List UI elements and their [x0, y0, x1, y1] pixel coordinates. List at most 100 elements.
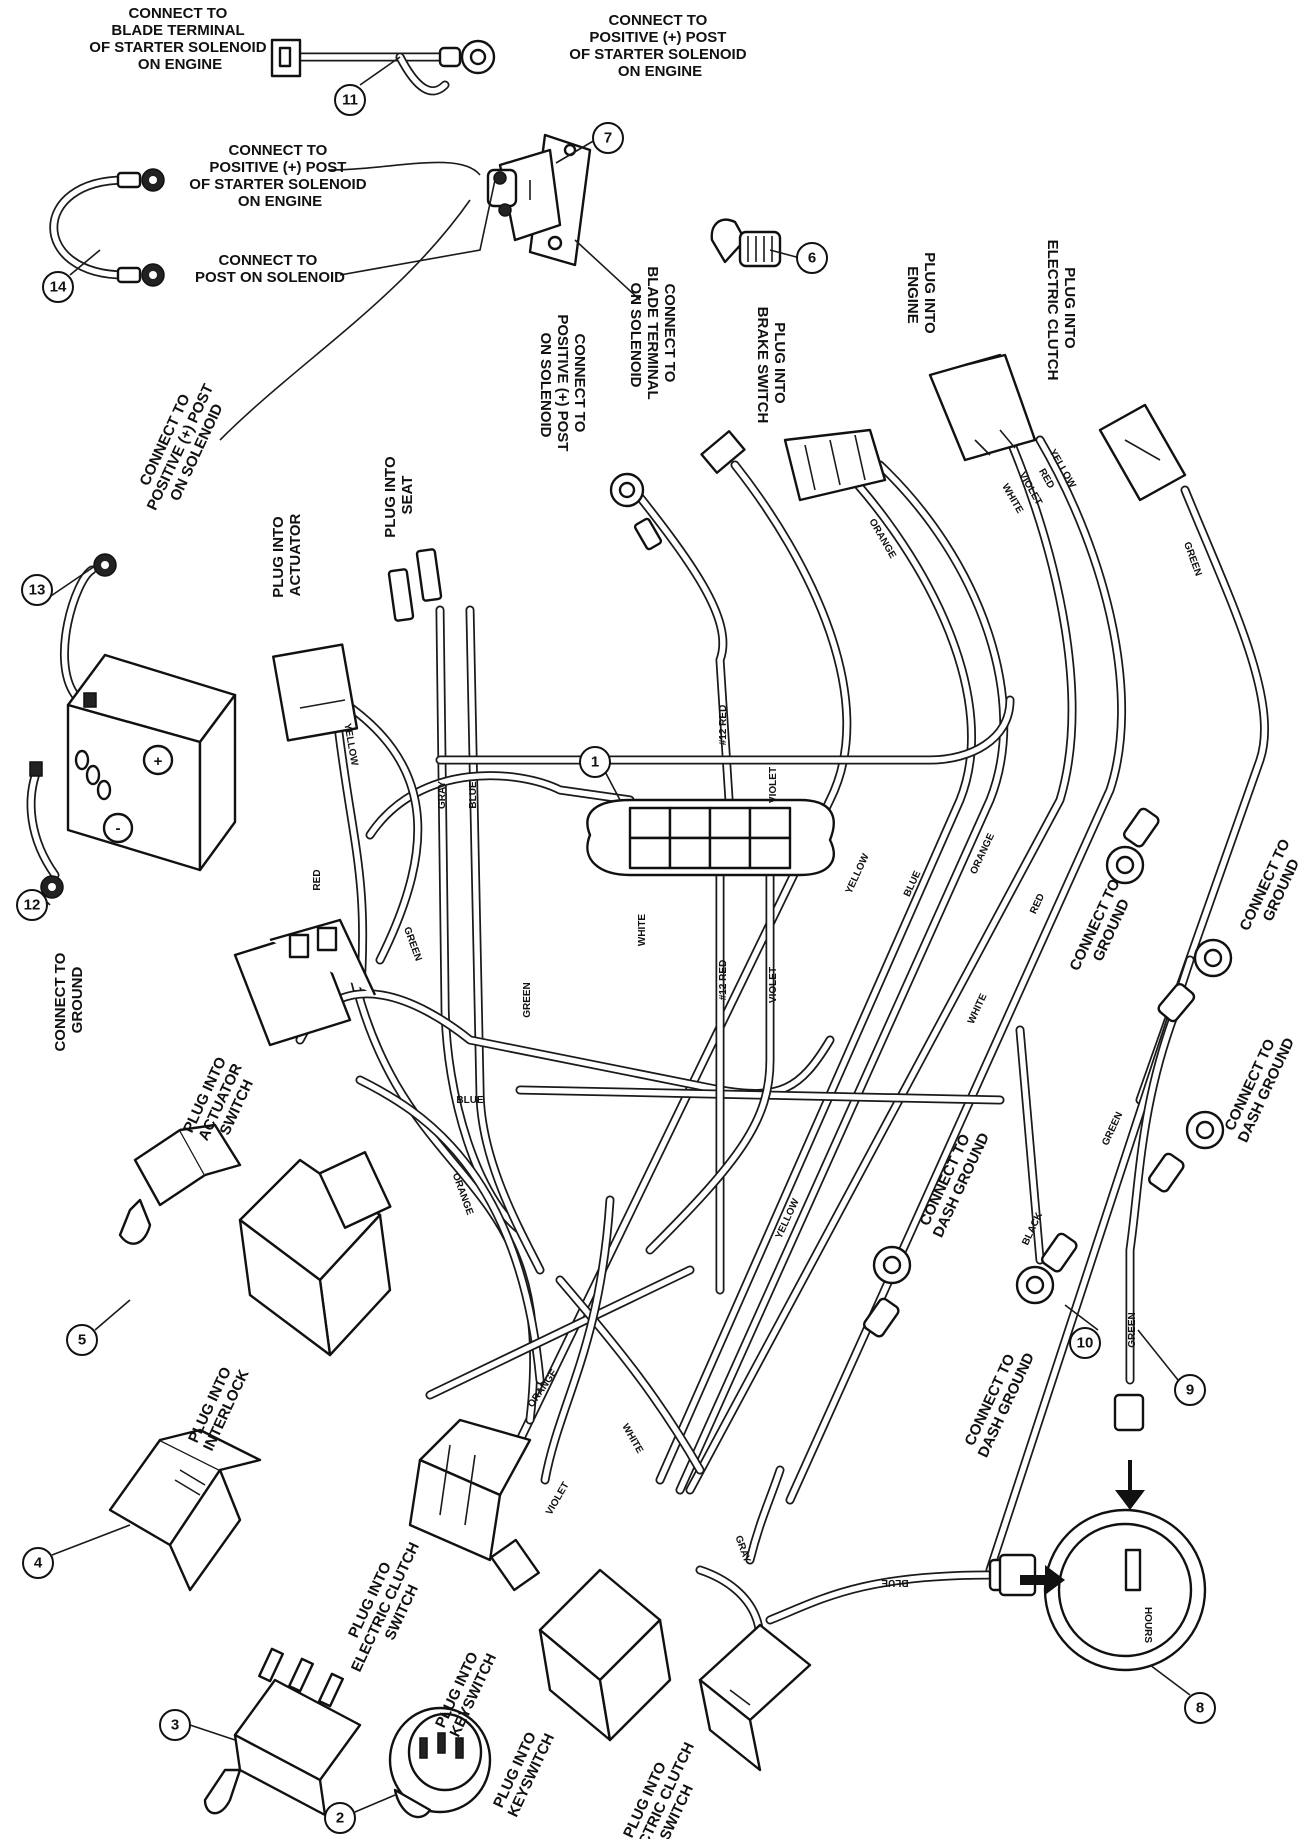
electric-clutch-switch-connector-bottom	[698, 1623, 812, 1772]
svg-text:7: 7	[604, 130, 612, 147]
callout-11: 11	[334, 84, 366, 116]
svg-text:4: 4	[34, 1555, 43, 1572]
electric-clutch-connector-top	[1098, 403, 1187, 502]
note-positive-solenoid-l3: ON SOLENOID	[537, 332, 554, 437]
svg-text:CONNECT TO DASH GROUND: CONNECT TO DASH GROUND	[1219, 1028, 1298, 1145]
ring-terminal-11	[438, 39, 496, 75]
svg-text:11: 11	[342, 92, 358, 109]
svg-text:9: 9	[1186, 1382, 1194, 1399]
blade-connector-11	[270, 38, 302, 78]
wire-label-green-actuator: GREEN	[401, 926, 423, 963]
svg-text:PLUG INTO ELECTRIC CLU: PLUG INTO ELECTRIC CLUTCH SWITCH	[333, 1529, 441, 1682]
harness-components: + -	[29, 38, 1233, 1819]
svg-text:CONNECT TO POSITIVE (+: CONNECT TO POSITIVE (+) POST ON SOLENOID	[537, 314, 588, 455]
harness-wires	[26, 52, 1270, 1665]
hour-meter-8: HOURS	[1043, 1508, 1207, 1672]
arrow-to-meter	[1020, 1565, 1065, 1595]
blade-connector-solenoid	[700, 430, 746, 474]
wire-label-violet-bottom: VIOLET	[768, 967, 779, 1003]
wire-label-green-lower: GREEN	[1100, 1111, 1125, 1148]
note-blade-solenoid-l3: ON SOLENOID	[627, 282, 644, 387]
callout-3: 3	[159, 1709, 191, 1741]
svg-text:CONNECT TO GROUND: CONNECT TO GROUND	[52, 948, 86, 1051]
ring-terminal-dash-ground-c	[1015, 1232, 1078, 1305]
callout-1: 1	[579, 746, 611, 778]
callout-4: 4	[22, 1547, 54, 1579]
svg-text:10: 10	[1077, 1335, 1094, 1352]
wire-label-blue-horizontal: BLUE	[456, 1095, 484, 1106]
toggle-switch-5	[118, 1123, 242, 1245]
meter-terminal-green	[1113, 1393, 1145, 1510]
ring-terminal-14a	[116, 168, 165, 192]
note-positive-top-l4: ON ENGINE	[618, 63, 702, 80]
note-clutch-top-l1: PLUG INTO	[1061, 267, 1078, 349]
ring-terminal-13	[93, 553, 117, 577]
interlock-module-4	[108, 1428, 262, 1592]
svg-text:PLUG INTO ELECTRIC CLU: PLUG INTO ELECTRIC CLUTCH SWITCH	[608, 1729, 716, 1839]
note-blade-solenoid-l2: BLADE TERMINAL	[644, 266, 661, 399]
interlock-connector	[238, 1151, 392, 1357]
svg-text:CONNECT TO BLADE TERMI: CONNECT TO BLADE TERMINAL ON SOLENOID	[627, 266, 678, 403]
wire-label-red-diag: RED	[1028, 892, 1047, 916]
note-blade-terminal-l3: OF STARTER SOLENOID	[89, 39, 266, 56]
note-positive-solenoid-l1: CONNECT TO	[571, 333, 588, 432]
wire-12	[26, 763, 60, 880]
note-positive-mid-l2: POSITIVE (+) POST	[209, 159, 346, 176]
wire-label-red-actuator: RED	[312, 869, 323, 890]
note-seat-l1: PLUG INTO	[382, 456, 399, 538]
svg-text:12: 12	[24, 897, 41, 914]
ring-terminal-14b	[116, 263, 165, 287]
note-positive-mid-l3: OF STARTER SOLENOID	[189, 176, 366, 193]
wire-label-red12-top: #12 RED	[718, 705, 729, 746]
wire-label-white-engine: WHITE	[999, 482, 1025, 516]
battery-positive-mark: +	[154, 753, 163, 770]
svg-text:CONNECT TO DASH GROUND: CONNECT TO DASH GROUND	[959, 1343, 1038, 1460]
svg-text:CONNECT TO POSITIVE (+): CONNECT TO POSITIVE (+) POST OF STARTER …	[569, 12, 750, 80]
wire-label-white-diag: WHITE	[966, 992, 990, 1026]
svg-text:CONNECT TO DASH GROUND: CONNECT TO DASH GROUND	[914, 1123, 993, 1240]
ring-terminal-ground-b	[1157, 938, 1233, 1023]
note-positive-mid-l4: ON ENGINE	[238, 193, 322, 210]
note-blade-terminal-l4: ON ENGINE	[138, 56, 222, 73]
note-post-on-solenoid-l2: POST ON SOLENOID	[195, 269, 345, 286]
switch-3	[203, 1647, 362, 1817]
note-ground-battery-l2: GROUND	[69, 967, 86, 1034]
svg-text:PLUG INTO ELECTRIC CLU: PLUG INTO ELECTRIC CLUTCH	[1044, 240, 1078, 381]
wire-label-green-mid: GREEN	[522, 982, 533, 1018]
part-callouts: 1 2 3 4 5 6 7 8 9 10 11 12 13 14	[16, 84, 1216, 1834]
note-clutch-top-l2: ELECTRIC CLUTCH	[1044, 240, 1061, 381]
starter-solenoid-7	[486, 133, 592, 267]
callout-8: 8	[1184, 1692, 1216, 1724]
svg-text:CONNECT TO BLADE TERMINA: CONNECT TO BLADE TERMINAL OF STARTER SOL…	[89, 5, 270, 73]
wire-label-violet-top: VIOLET	[768, 767, 779, 803]
ring-terminal-12	[40, 875, 64, 899]
callout-9: 9	[1174, 1374, 1206, 1406]
note-brake-l1: PLUG INTO	[771, 322, 788, 404]
svg-text:CONNECT TO POST ON SOLEN: CONNECT TO POST ON SOLENOID	[195, 252, 345, 286]
keyswitch-2	[388, 1706, 492, 1819]
svg-text:1: 1	[591, 754, 599, 771]
seat-plug-a	[387, 568, 415, 622]
ring-terminal-solenoid-positive	[609, 472, 663, 551]
note-actuator-l2: ACTUATOR	[287, 513, 304, 596]
wire-14	[49, 175, 130, 280]
battery-negative-mark: -	[116, 820, 121, 837]
callout-6: 6	[796, 242, 828, 274]
note-positive-mid-l1: CONNECT TO	[228, 142, 327, 159]
svg-text:14: 14	[50, 279, 67, 296]
actuator-connector	[272, 643, 359, 742]
svg-text:PLUG INTO ACTUATOR: PLUG INTO ACTUATOR SWITCH	[180, 1050, 263, 1150]
brake-switch-connector	[783, 428, 887, 502]
callout-5: 5	[66, 1324, 98, 1356]
key-6	[710, 218, 782, 268]
note-engine-l2: ENGINE	[904, 266, 921, 324]
ring-terminal-dash-ground-b	[1148, 1110, 1225, 1193]
main-harness	[295, 435, 1270, 1665]
svg-text:CONNECT TO GROUND: CONNECT TO GROUND	[1066, 873, 1140, 981]
note-ground-battery-l1: CONNECT TO	[52, 952, 69, 1051]
electric-clutch-switch-connector-left	[408, 1418, 532, 1562]
actuator-switch-connector	[233, 918, 377, 1047]
hour-meter-label: HOURS	[1142, 1607, 1153, 1643]
svg-text:5: 5	[78, 1332, 86, 1349]
